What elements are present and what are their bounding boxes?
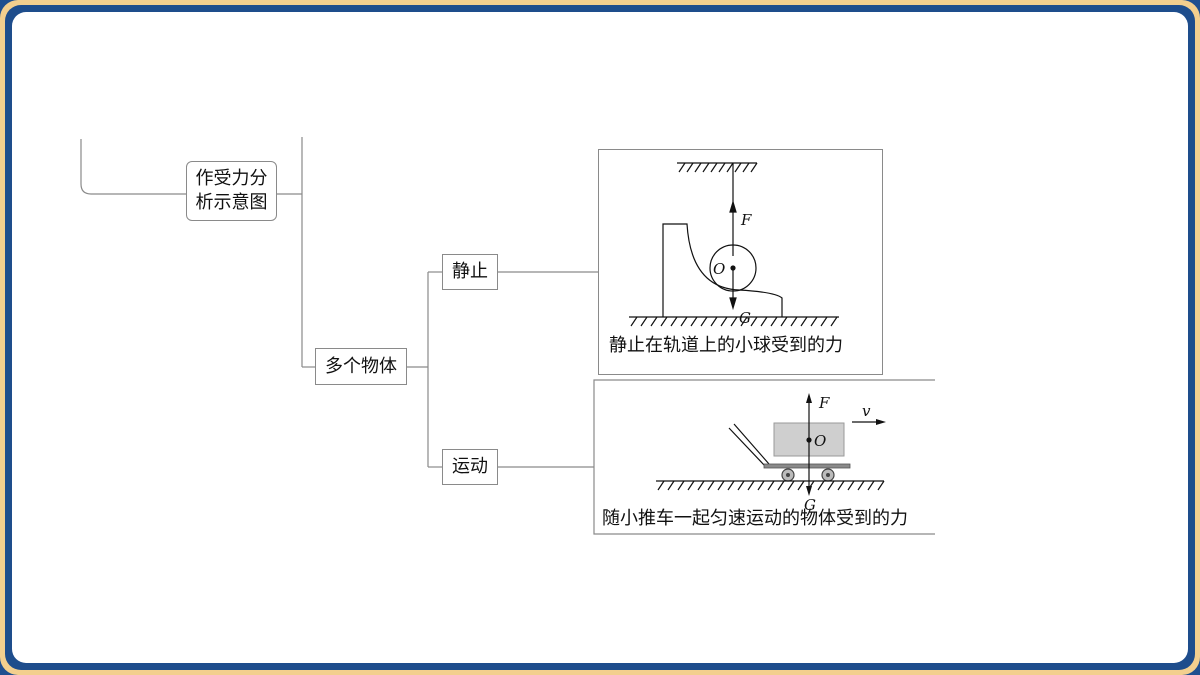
gravity-label: G	[739, 309, 751, 327]
origin-label-2: O	[814, 432, 826, 450]
root-node: 作受力分 析示意图	[186, 161, 277, 221]
moving-panel: F O G v 随小推车一起匀速运动的物体受到的力	[594, 380, 935, 534]
moving-cart-diagram: F O G v	[656, 393, 886, 514]
ball-center-dot	[730, 265, 736, 271]
gravity-arrow-head-2	[806, 486, 812, 496]
force-arrow-head-2	[806, 393, 812, 403]
ground-hatch-2	[657, 480, 885, 491]
force-label-2: F	[818, 394, 830, 412]
cart-platform	[763, 463, 851, 469]
cargo-center-dot	[806, 437, 812, 443]
force-arrow-head	[729, 199, 737, 213]
static-label: 静止	[452, 261, 488, 282]
track-block	[662, 223, 783, 317]
slide: 作受力分 析示意图 多个物体 静止 运动	[12, 12, 1188, 663]
force-label: F	[740, 211, 752, 229]
moving-node: 运动	[442, 449, 498, 485]
velocity-label: v	[862, 402, 871, 420]
ground-hatch	[630, 316, 838, 327]
velocity-arrow-head	[876, 419, 886, 425]
multi-object-label: 多个物体	[325, 355, 397, 377]
cart-handle	[728, 423, 770, 467]
cart-wheels	[781, 468, 835, 482]
multi-object-node: 多个物体	[315, 348, 407, 385]
root-node-line2: 析示意图	[195, 192, 268, 213]
gravity-arrow-head	[729, 297, 737, 311]
static-ball-diagram: F O G	[629, 162, 839, 327]
moving-caption: 随小推车一起匀速运动的物体受到的力	[602, 508, 908, 529]
static-node: 静止	[442, 254, 498, 290]
origin-label: O	[713, 260, 725, 278]
moving-panel-border	[593, 379, 935, 535]
static-caption: 静止在轨道上的小球受到的力	[609, 335, 843, 356]
moving-label: 运动	[452, 456, 488, 477]
static-panel: F O G 静止在轨道上的小球受到的力	[598, 149, 883, 375]
root-in-connector	[80, 139, 186, 195]
gravity-label-2: G	[804, 496, 816, 514]
mindmap-connectors	[80, 137, 598, 468]
root-node-line1: 作受力分	[195, 168, 268, 189]
ceiling-hatch	[678, 162, 758, 173]
